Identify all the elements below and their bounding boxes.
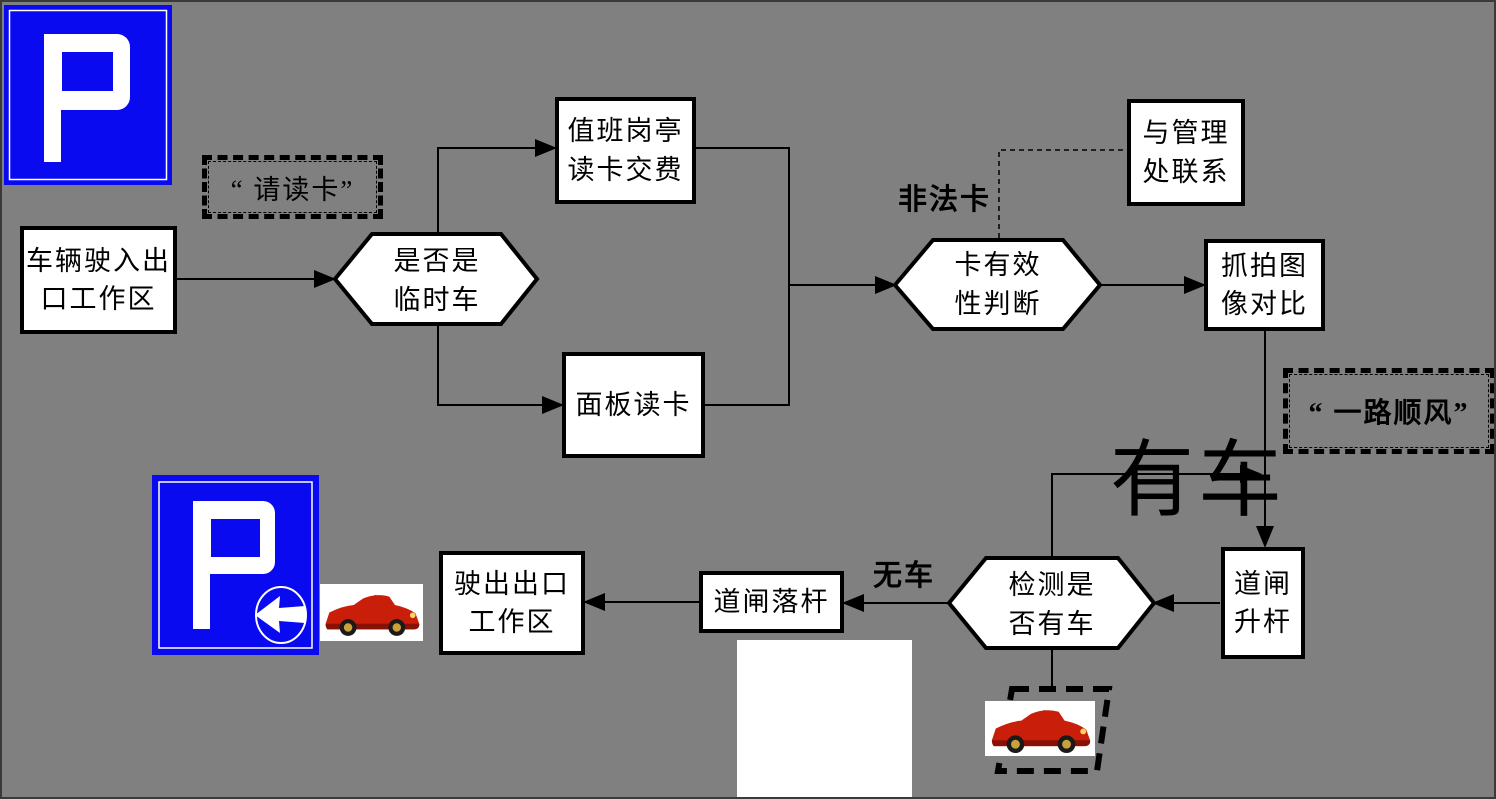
arrowhead-istemp [314, 270, 336, 288]
edge-hascar-loop [1051, 473, 1241, 558]
edge-duty-panel-merge [696, 147, 790, 406]
node-contact-management: 与管理 处联系 [1127, 99, 1245, 206]
hexagon-is-temp [332, 232, 540, 326]
node-raise-line1: 道闸 [1234, 568, 1292, 599]
parking-sign-entry [4, 5, 172, 185]
node-raise-line2: 升杆 [1234, 607, 1292, 637]
arrowhead-detect-left [1152, 594, 1174, 612]
node-enter-line2: 口工作区 [40, 284, 157, 314]
prompt-read-card: “ 请读卡” [202, 155, 383, 219]
arrowhead-capture [1184, 276, 1206, 294]
label-illegal-card: 非法卡 [898, 184, 992, 216]
node-barrier-raise: 道闸 升杆 [1221, 547, 1305, 659]
arrowhead-panel [542, 396, 564, 414]
red-car-icon [985, 701, 1095, 756]
node-contact-line2: 处联系 [1142, 156, 1230, 187]
arrowhead-lower-left [842, 594, 864, 612]
node-enter-line1: 车辆驶入出 [26, 245, 171, 276]
white-rectangle [737, 640, 912, 797]
decision-detect-line1: 检测是 [1008, 569, 1096, 600]
car-image-detected [985, 701, 1095, 756]
parking-p-left-arrow-icon [152, 475, 319, 655]
decision-detect-line2: 否有车 [1008, 609, 1096, 639]
decision-card-valid: 卡有效 性判断 [918, 245, 1078, 325]
hexagon-detect-car [946, 556, 1157, 650]
edge-illegal-dashed [998, 149, 1127, 238]
arrowhead-hascar-loop [1240, 465, 1262, 483]
node-capture-image-compare: 抓拍图 像对比 [1204, 239, 1325, 331]
node-panel-read-card: 面板读卡 [562, 352, 705, 458]
node-barrier-lower: 道闸落杆 [699, 571, 844, 633]
arrowhead-exit-left [583, 593, 605, 611]
decision-is-temp-line1: 是否是 [393, 245, 481, 276]
decision-is-temp-line2: 临时车 [393, 285, 481, 315]
parking-sign-exit [152, 475, 319, 655]
node-capture-line1: 抓拍图 [1221, 250, 1308, 281]
decision-card-valid-line1: 卡有效 [954, 249, 1042, 280]
arrowhead-duty [535, 139, 557, 157]
arrowhead-valid [875, 276, 897, 294]
node-lower-line1: 道闸落杆 [713, 586, 830, 617]
node-exit-work-area: 驶出出口 工作区 [439, 551, 585, 655]
red-car-icon [320, 586, 423, 639]
decision-detect-car: 检测是 否有车 [972, 563, 1132, 647]
label-has-car: 有车 [1110, 435, 1287, 528]
node-duty-line1: 值班岗亭 [567, 116, 684, 147]
arrowhead-raise-down [1256, 526, 1274, 548]
prompt-good-trip: “ 一路顺风” [1283, 368, 1494, 454]
decision-is-temp-car: 是否是 临时车 [357, 239, 517, 323]
edge-istemp-to-panel [437, 324, 543, 406]
node-enter-work-area: 车辆驶入出 口工作区 [20, 226, 177, 334]
edge-istemp-to-duty [437, 147, 536, 234]
prompt-good-trip-text: “ 一路顺风” [1289, 374, 1489, 448]
decision-card-valid-line2: 性判断 [954, 289, 1042, 319]
node-contact-line1: 与管理 [1142, 118, 1230, 149]
label-no-car: 无车 [873, 560, 936, 592]
prompt-read-card-text: “ 请读卡” [208, 161, 377, 213]
node-exit-line1: 驶出出口 [454, 568, 570, 599]
node-capture-line2: 像对比 [1221, 289, 1308, 319]
parking-p-icon [4, 5, 172, 185]
node-duty-booth-pay: 值班岗亭 读卡交费 [555, 97, 696, 204]
node-exit-line2: 工作区 [468, 607, 556, 637]
node-duty-line2: 读卡交费 [567, 154, 684, 185]
node-panel-line1: 面板读卡 [575, 389, 692, 420]
car-image-exit [320, 584, 423, 641]
hexagon-card-valid [892, 238, 1103, 331]
